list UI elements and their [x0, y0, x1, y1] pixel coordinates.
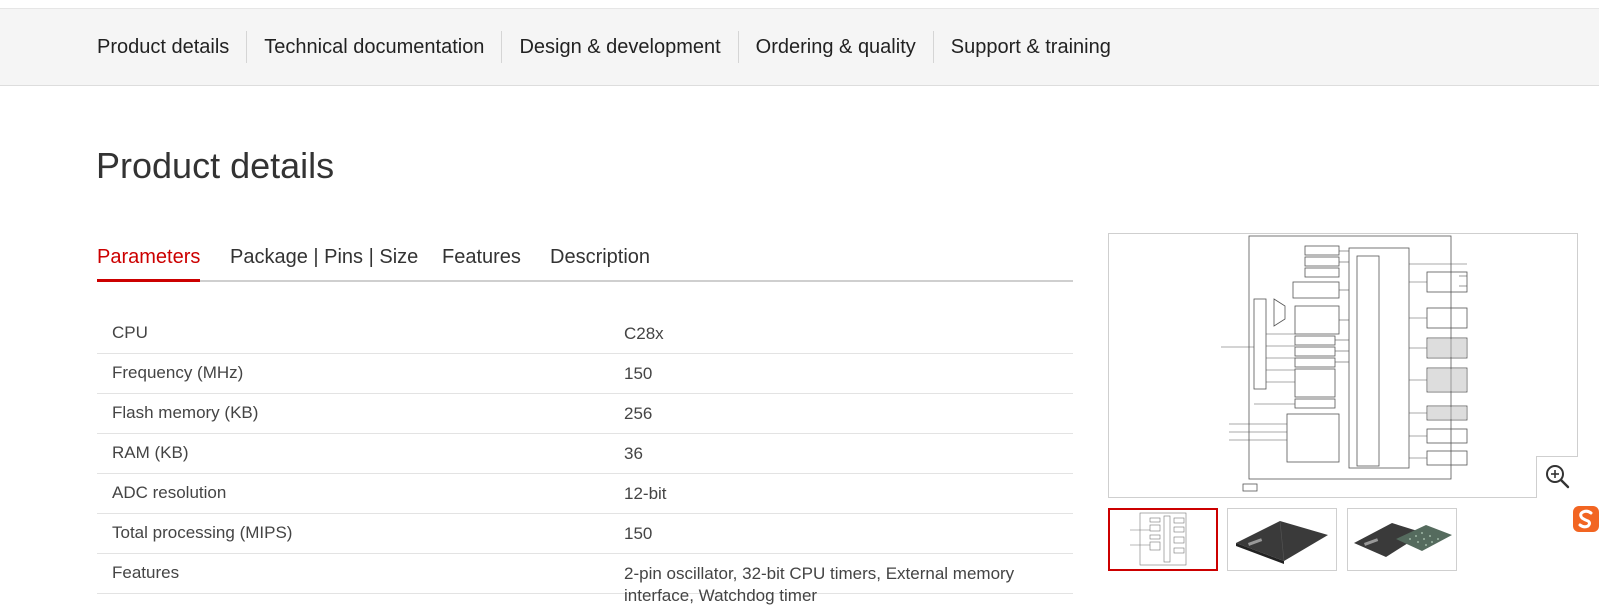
top-divider: [0, 8, 1599, 9]
table-row: Flash memory (KB) 256: [97, 394, 1073, 434]
param-name: ADC resolution: [112, 483, 227, 502]
tab-package-pins-size[interactable]: Package | Pins | Size: [230, 246, 419, 268]
thumbnail-chip-package-bga[interactable]: [1347, 508, 1457, 571]
sogou-s-glyph: [1573, 506, 1599, 532]
page-title: Product details: [96, 145, 335, 186]
param-value: 12-bit: [624, 484, 667, 503]
section-nav-support-training[interactable]: Support & training: [950, 36, 1111, 58]
param-value: 256: [624, 404, 653, 423]
block-diagram-image[interactable]: [1108, 233, 1578, 498]
param-value: 36: [624, 444, 643, 463]
table-row: Total processing (MIPS) 150: [97, 514, 1073, 554]
chip-package-bga-thumbnail: [1354, 523, 1452, 557]
section-nav-bar: Product details Technical documentation …: [0, 9, 1599, 86]
param-value: 2-pin oscillator, 32-bit CPU timers, Ext…: [624, 564, 1015, 605]
section-nav-separator: [737, 31, 739, 63]
zoom-in-icon: [1546, 465, 1570, 489]
table-row: Frequency (MHz) 150: [97, 354, 1073, 394]
section-nav-technical-documentation[interactable]: Technical documentation: [264, 36, 485, 58]
thumbnail-block-diagram[interactable]: [1108, 508, 1218, 571]
param-value: C28x: [624, 324, 664, 343]
section-nav-items: Product details Technical documentation …: [97, 31, 1111, 63]
param-name: Frequency (MHz): [112, 363, 244, 382]
param-name: RAM (KB): [112, 443, 189, 462]
thumbnail-chip-package[interactable]: [1227, 508, 1337, 571]
param-value: 150: [624, 364, 653, 383]
tab-features[interactable]: Features: [442, 246, 521, 268]
param-value: 150: [624, 524, 653, 543]
parameters-table: CPU C28x Frequency (MHz) 150 Flash memor…: [97, 314, 1073, 605]
section-nav-design-development[interactable]: Design & development: [519, 36, 721, 58]
section-nav-separator: [246, 31, 248, 63]
block-diagram-graphic: [1221, 235, 1468, 492]
table-row: RAM (KB) 36: [97, 434, 1073, 474]
section-nav-ordering-quality[interactable]: Ordering & quality: [755, 36, 916, 58]
section-nav-separator: [932, 31, 934, 63]
table-row: CPU C28x: [97, 314, 1073, 354]
section-nav-product-details[interactable]: Product details: [97, 36, 230, 58]
table-row: ADC resolution 12-bit: [97, 474, 1073, 514]
sogou-s-icon[interactable]: [1571, 504, 1599, 534]
detail-tabs: Parameters Package | Pins | Size Feature…: [97, 240, 1073, 282]
param-name: Flash memory (KB): [112, 403, 259, 422]
block-diagram-thumbnail: [1130, 512, 1187, 566]
chip-package-thumbnail: [1236, 520, 1328, 564]
tab-parameters[interactable]: Parameters: [97, 246, 201, 268]
param-name: CPU: [112, 323, 148, 342]
active-tab-indicator: [97, 279, 200, 282]
param-name: Features: [112, 563, 180, 582]
param-name: Total processing (MIPS): [112, 523, 293, 542]
tab-description[interactable]: Description: [550, 246, 651, 268]
table-row: Features 2-pin oscillator, 32-bit CPU ti…: [97, 554, 1073, 605]
section-nav-separator: [501, 31, 503, 63]
zoom-button[interactable]: [1536, 456, 1578, 498]
